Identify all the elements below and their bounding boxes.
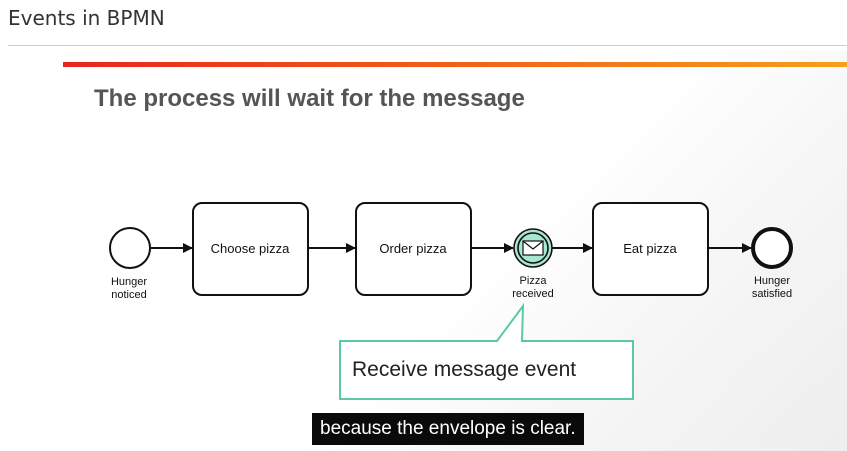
start-event-label-1: Hunger [111,276,147,288]
task-order-pizza-label: Order pizza [379,241,447,256]
page-header: Events in BPMN [0,0,847,46]
message-catch-event [513,228,553,268]
header-divider [8,45,847,46]
message-event-label-2: received [512,288,554,300]
end-event-label-1: Hunger [754,275,790,287]
end-event [751,227,793,269]
envelope-icon [522,240,544,256]
callout-box [339,302,634,400]
page-title: Events in BPMN [8,6,165,30]
task-choose-pizza-label: Choose pizza [211,241,291,256]
start-event [109,227,151,269]
start-event-label-2: noticed [111,289,146,301]
end-event-label-2: satisfied [752,288,792,300]
subtitle-caption: because the envelope is clear. [312,413,584,445]
callout-text: Receive message event [352,358,576,381]
message-event-label-1: Pizza [520,275,548,287]
accent-bar [63,62,847,67]
task-eat-pizza-label: Eat pizza [623,241,677,256]
slide-heading: The process will wait for the message [94,85,525,112]
